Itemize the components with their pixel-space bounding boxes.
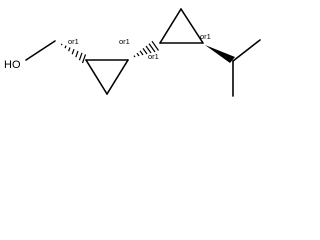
stereo-label-ring2-right: or1 [200, 32, 211, 41]
stereo-label-ring1-right: or1 [119, 37, 130, 46]
ring2-bond-right-top [180, 8, 204, 44]
stereo-label-ring1-left: or1 [68, 37, 79, 46]
stereo-label-ring2-left: or1 [148, 52, 159, 61]
hydroxyl-label: HO [4, 59, 21, 71]
ring2-bond-left-top [159, 8, 182, 44]
chemical-structure: HO or1 or1 or1 or1 [4, 8, 261, 97]
hashed-wedge-bond-2 [133, 40, 159, 58]
ring1-bond-right-bottom [106, 59, 129, 95]
hashed-wedge-bond-1 [60, 43, 87, 64]
bond-isopropyl-ch-up [232, 39, 261, 62]
solid-wedge-bond [205, 45, 235, 63]
ring1-bond-left-bottom [85, 59, 108, 95]
bond-o-ch2 [25, 40, 56, 61]
